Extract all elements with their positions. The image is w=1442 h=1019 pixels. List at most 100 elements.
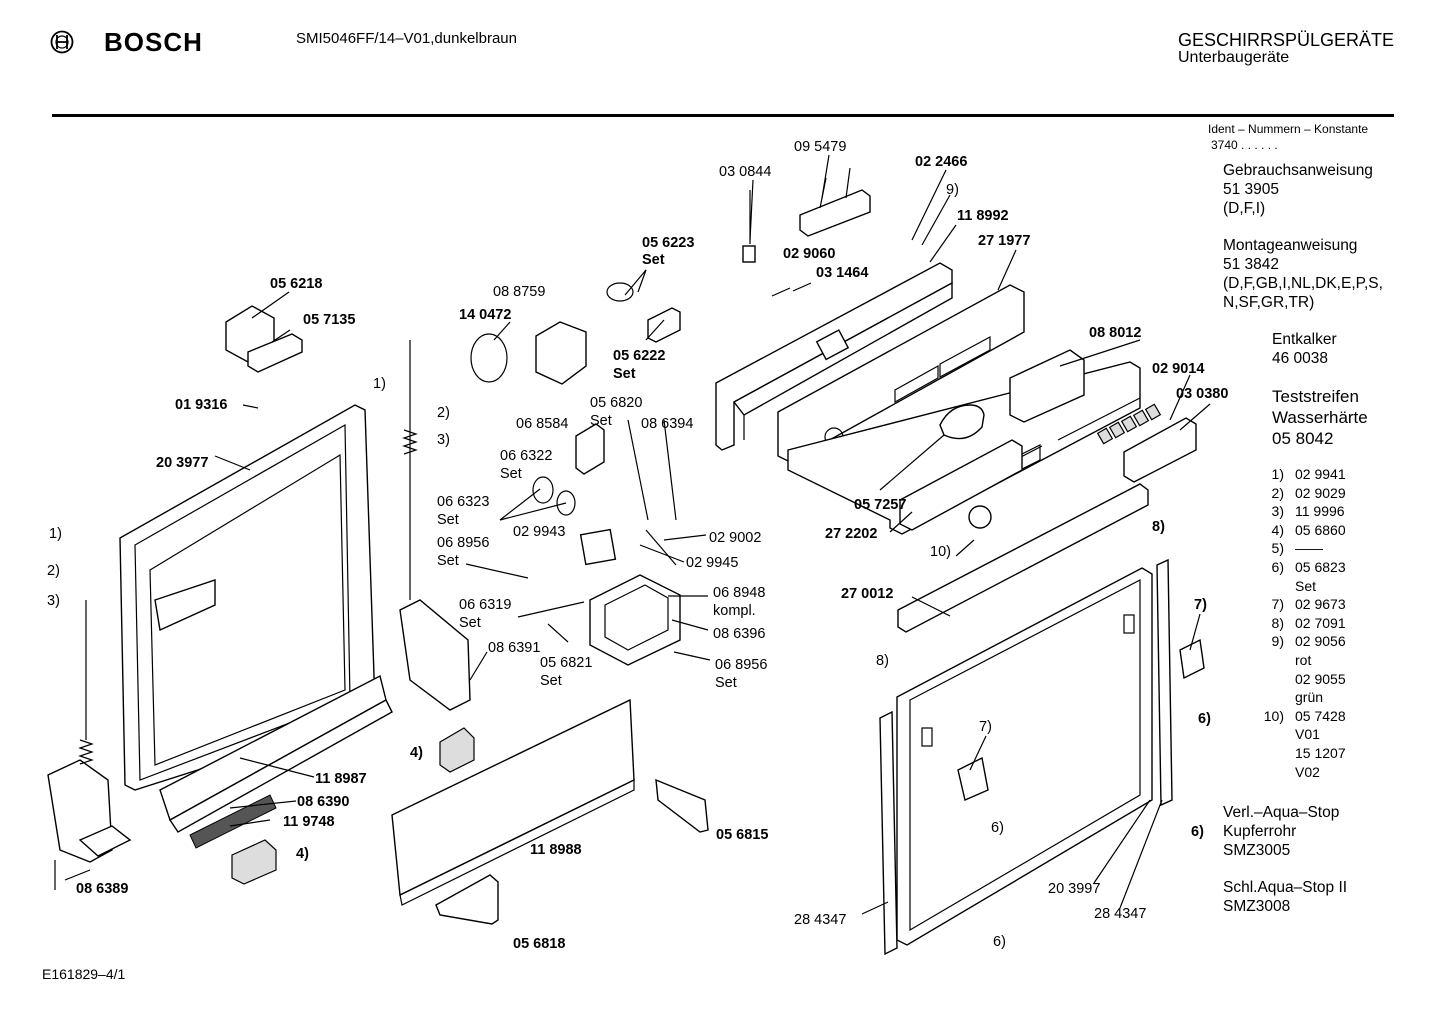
- aqua-stop2-title: Schl.Aqua–Stop II: [1223, 879, 1348, 896]
- label-ref-4-mid: 4): [410, 745, 423, 761]
- label-9: 9): [946, 182, 959, 198]
- label-095479: 09 5479: [794, 139, 847, 155]
- label-203977: 20 3977: [156, 455, 209, 471]
- legend-ref-9: 9): [1271, 633, 1284, 650]
- label-029943: 02 9943: [513, 524, 566, 540]
- display-panel: [899, 439, 1023, 531]
- aqua-stop-pipe: Kupferrohr: [1223, 823, 1297, 840]
- legend-value-10-4: V02: [1295, 763, 1320, 780]
- label-030844: 03 0844: [719, 164, 772, 180]
- screw-031464: [792, 282, 812, 292]
- label-086389: 08 6389: [76, 881, 129, 897]
- label-066319-set: Set: [459, 615, 481, 631]
- descaler-title: Entkalker: [1272, 331, 1337, 348]
- bracket-056818: [435, 874, 499, 925]
- screw-029060: [771, 287, 791, 297]
- switch-button: [939, 404, 985, 440]
- label-ref-2-left: 2): [47, 563, 60, 579]
- label-022466: 02 2466: [915, 154, 968, 170]
- label-272202: 27 2202: [825, 526, 878, 542]
- legend-ref-1: 1): [1271, 466, 1284, 482]
- label-ref-8-left: 8): [876, 653, 889, 669]
- label-029002: 02 9002: [709, 530, 762, 546]
- clip-068584: [575, 423, 605, 475]
- bosch-armature-icon: [50, 30, 74, 54]
- label-056222-set: Set: [613, 366, 636, 382]
- label-270012: 27 0012: [841, 586, 894, 602]
- header-rule: [52, 114, 1394, 117]
- label-118992: 11 8992: [957, 208, 1009, 224]
- right-hinge: [399, 599, 471, 711]
- label-068956-left: 06 8956: [437, 535, 490, 551]
- legend-value-6-1: 05 6823: [1295, 559, 1346, 575]
- legend-value-9-3: 02 9055: [1295, 670, 1346, 687]
- label-088012: 08 8012: [1089, 325, 1142, 341]
- install-number: 51 3842: [1223, 256, 1280, 273]
- label-056820-set: Set: [590, 413, 612, 429]
- decor-trim: [897, 483, 1149, 633]
- legend-ref-3: 3): [1271, 503, 1284, 520]
- legend-value-9-4: grün: [1295, 689, 1324, 706]
- label-ref-6-lower: 6): [1191, 824, 1204, 840]
- label-056818: 05 6818: [513, 936, 566, 952]
- label-ref-7-right: 7): [1194, 597, 1207, 613]
- label-119748: 11 9748: [283, 814, 335, 830]
- label-ref-1-left: 1): [49, 526, 62, 542]
- manual-number: 51 3905: [1223, 181, 1280, 198]
- connector-030844: [742, 245, 756, 263]
- legend-ref-5: 5): [1271, 540, 1284, 557]
- label-ref-6-bottom: 6): [993, 934, 1006, 950]
- label-031464: 03 1464: [816, 265, 869, 281]
- legend-value-10-1: 05 7428: [1295, 707, 1346, 724]
- label-ref-4-low: 4): [296, 846, 309, 862]
- legend-ref-7: 7): [1271, 596, 1284, 613]
- label-284347-left: 28 4347: [794, 912, 847, 928]
- manual-title: Gebrauchsanweisung: [1223, 162, 1373, 179]
- label-066323-set: Set: [437, 512, 459, 528]
- label-ref-7-door: 7): [979, 719, 992, 735]
- subcategory-title: Unterbaugeräte: [1178, 49, 1290, 66]
- label-056820: 05 6820: [590, 395, 643, 411]
- label-068948-kompl: kompl.: [713, 603, 756, 619]
- timer-motor: [470, 321, 587, 385]
- ident-value: 3740 . . . . . .: [1211, 138, 1278, 152]
- label-118988: 11 8988: [530, 842, 582, 858]
- strips-title-1: Teststreifen: [1272, 387, 1359, 406]
- brand-name: BOSCH: [104, 27, 203, 57]
- label-019316: 01 9316: [175, 397, 228, 413]
- bracket-056222: [647, 307, 681, 343]
- label-ref-1-top: 1): [373, 376, 386, 392]
- label-056218: 05 6218: [270, 276, 323, 292]
- legend-value-10-2: V01: [1295, 726, 1320, 743]
- base-panel: [391, 698, 635, 906]
- door-springs: [78, 340, 418, 765]
- label-030380: 03 0380: [1176, 386, 1229, 402]
- legend-value-1-1: 02 9941: [1295, 466, 1346, 482]
- label-056223-set: Set: [642, 252, 665, 268]
- legend-ref-4: 4): [1271, 521, 1284, 538]
- door-rails: [159, 674, 393, 849]
- legend-value-10-3: 15 1207: [1295, 745, 1346, 761]
- label-086396: 08 6396: [713, 626, 766, 642]
- bracket-056815: [655, 778, 709, 833]
- legend-value-9-2: rot: [1295, 652, 1312, 668]
- legend-value-2-1: 02 9029: [1295, 484, 1346, 501]
- label-057257: 05 7257: [854, 497, 907, 513]
- lock-latch: [225, 305, 303, 373]
- key-set: [1096, 403, 1197, 483]
- label-ref-2-top: 2): [437, 405, 450, 421]
- label-086391: 08 6391: [488, 640, 541, 656]
- label-086394: 08 6394: [641, 416, 694, 432]
- legend-value-5-1: ——: [1295, 540, 1323, 557]
- fitting-7b: [1179, 638, 1205, 680]
- label-057135: 05 7135: [303, 312, 356, 328]
- ident-title: Ident – Nummern – Konstante: [1208, 122, 1369, 136]
- cam-set: [606, 282, 634, 302]
- label-ref-3-top: 3): [437, 432, 450, 448]
- label-068956-left-set: Set: [437, 553, 459, 569]
- foot-4a: [439, 727, 475, 773]
- legend-value-7-1: 02 9673: [1295, 596, 1346, 613]
- label-056821-set: Set: [540, 673, 562, 689]
- model-designation: SMI5046FF/14–V01,dunkelbraun: [296, 30, 517, 47]
- foot-4b: [231, 839, 277, 885]
